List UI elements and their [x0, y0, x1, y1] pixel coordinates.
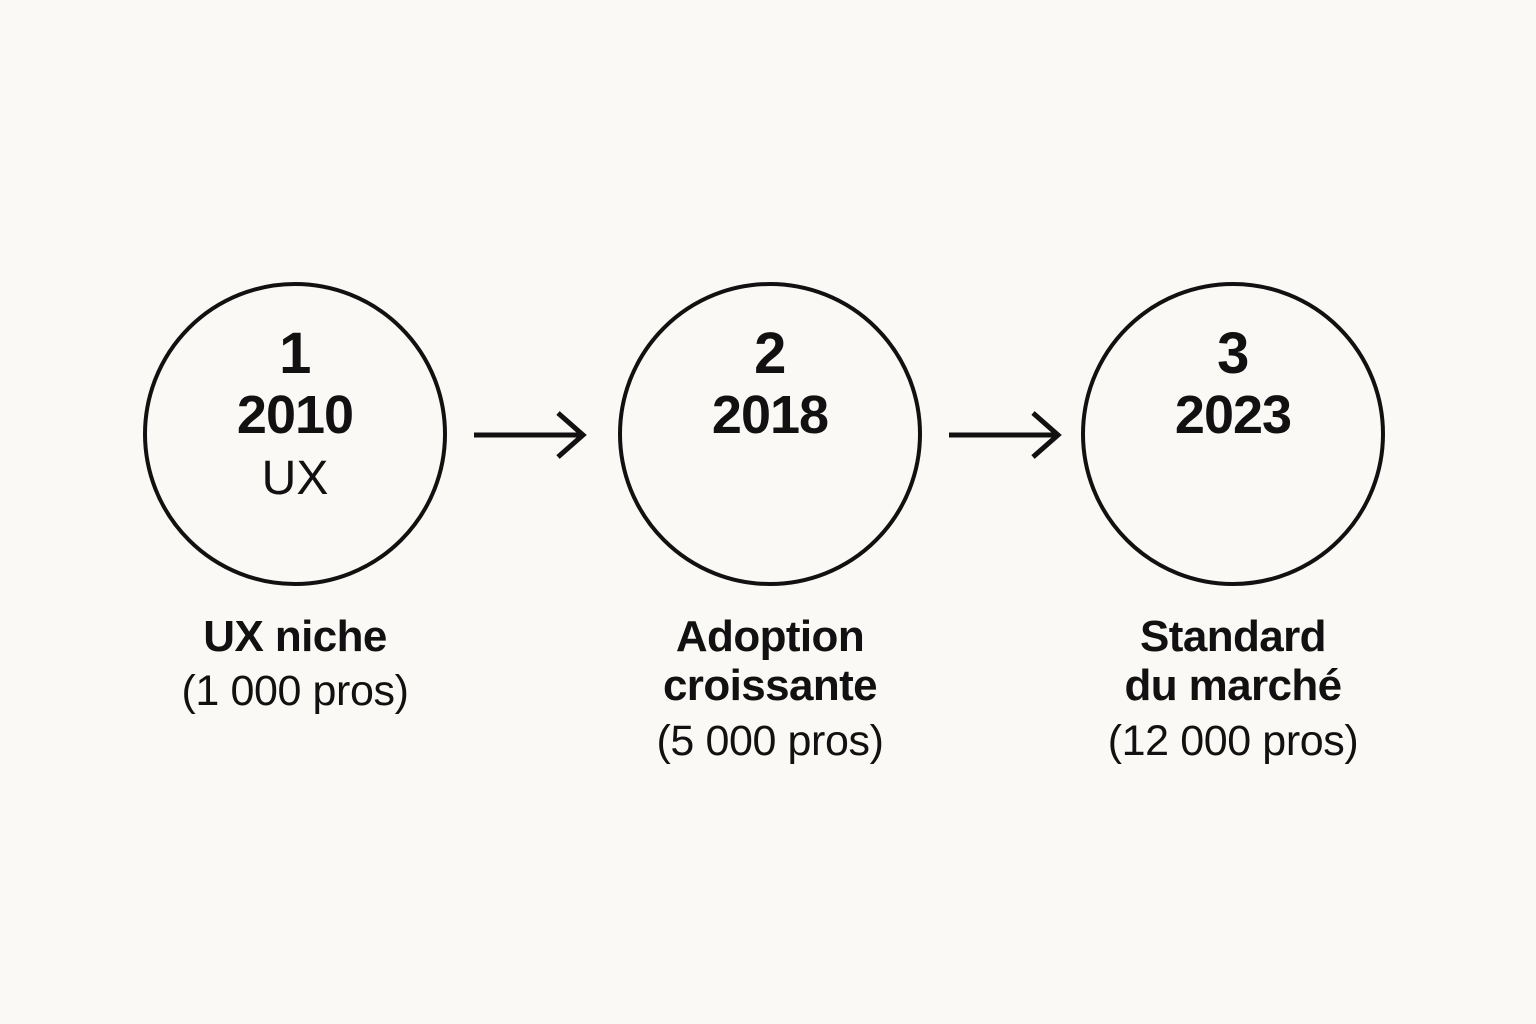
step-caption-title-3: Standard du marché: [1124, 612, 1342, 711]
step-caption-1: UX niche (1 000 pros): [125, 612, 465, 716]
step-circle-2[interactable]: 2 2018: [618, 282, 922, 586]
step-caption-title-2: Adoption croissante: [662, 612, 878, 711]
step-circle-1[interactable]: 1 2010 UX: [143, 282, 447, 586]
arrow-right-icon: [945, 405, 1065, 465]
step-index-1: 1: [279, 321, 311, 386]
step-index-3: 3: [1217, 321, 1249, 386]
step-circle-content-1: 1 2010 UX: [147, 286, 443, 510]
step-circle-content-3: 3 2023: [1085, 286, 1381, 449]
timeline-step-1[interactable]: 1 2010 UX: [143, 282, 447, 586]
timeline-step-3[interactable]: 3 2023: [1081, 282, 1385, 586]
step-tag-1: UX: [261, 452, 329, 506]
step-caption-sub-3: (12 000 pros): [1107, 716, 1359, 765]
step-circle-content-2: 2 2018: [622, 286, 918, 449]
arrow-right-icon: [470, 405, 590, 465]
step-caption-title-1: UX niche: [203, 612, 387, 661]
step-year-3: 2023: [1174, 385, 1292, 446]
step-year-2: 2018: [711, 385, 829, 446]
timeline-step-2[interactable]: 2 2018: [618, 282, 922, 586]
step-caption-sub-1: (1 000 pros): [181, 667, 409, 716]
step-circle-3[interactable]: 3 2023: [1081, 282, 1385, 586]
step-caption-sub-2: (5 000 pros): [656, 716, 884, 765]
step-caption-2: Adoption croissante (5 000 pros): [600, 612, 940, 766]
step-year-1: 2010: [236, 385, 354, 446]
step-caption-3: Standard du marché (12 000 pros): [1063, 612, 1403, 766]
step-index-2: 2: [754, 321, 786, 386]
